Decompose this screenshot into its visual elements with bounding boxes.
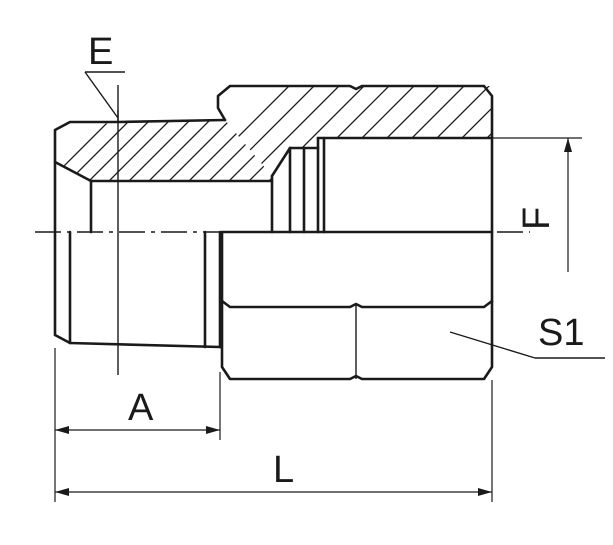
label-s1: S1 (538, 312, 584, 354)
dimension-a (54, 348, 221, 440)
section-hatching (55, 86, 492, 181)
label-l: L (273, 449, 294, 491)
male-thread-hatching (55, 120, 272, 181)
female-body-hatching (218, 86, 492, 176)
dimension-f (492, 137, 582, 272)
dimension-l (54, 380, 493, 502)
label-e: E (88, 31, 113, 73)
s1-leader (449, 331, 605, 359)
e-leader (84, 71, 125, 375)
male-thread-end (53, 110, 274, 349)
label-a: A (128, 387, 154, 429)
label-f: F (516, 207, 558, 230)
